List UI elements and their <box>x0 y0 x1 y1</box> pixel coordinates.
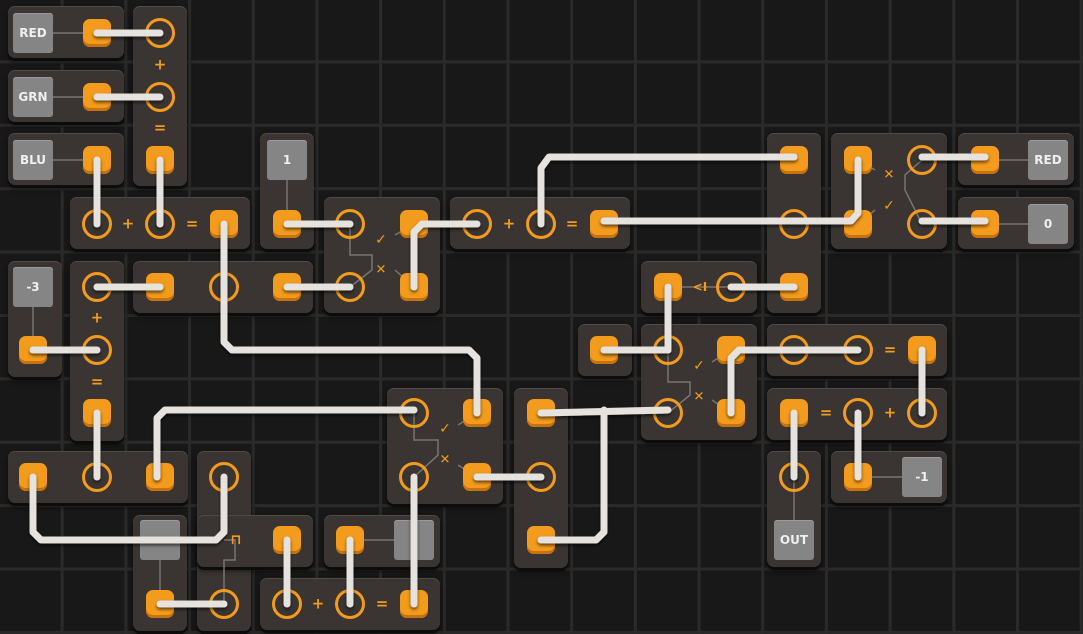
check-symbol: ✓ <box>375 232 387 248</box>
wire[interactable] <box>537 153 798 228</box>
equals-symbol: = <box>565 214 579 233</box>
wire[interactable] <box>600 156 862 225</box>
equals-symbol: = <box>883 340 897 359</box>
sink-symbol: ⊓ <box>230 532 242 548</box>
equals-symbol: = <box>375 594 389 613</box>
wire[interactable] <box>410 220 481 291</box>
plus-symbol: + <box>90 308 104 327</box>
check-symbol: ✓ <box>693 358 705 374</box>
input-blu-box[interactable]: BLU <box>13 140 53 180</box>
constant-one-box[interactable]: 1 <box>267 140 307 180</box>
cross-symbol: ✕ <box>883 167 895 183</box>
output-zero-box[interactable]: 0 <box>1028 204 1068 244</box>
wire[interactable] <box>220 220 481 417</box>
equals-symbol: = <box>153 118 167 137</box>
plus-symbol: + <box>153 55 167 74</box>
equals-symbol: = <box>185 214 199 233</box>
plus-symbol: + <box>311 594 325 613</box>
output-red-box[interactable]: RED <box>1028 140 1068 180</box>
plus-symbol: + <box>502 214 516 233</box>
wire[interactable] <box>29 473 228 544</box>
plus-symbol: + <box>883 403 897 422</box>
wire[interactable] <box>153 406 418 481</box>
input-grn-box[interactable]: GRN <box>13 77 53 117</box>
wire[interactable] <box>727 346 862 417</box>
cross-symbol: ✕ <box>439 452 451 468</box>
cross-symbol: ✕ <box>375 262 387 278</box>
check-symbol: ✓ <box>439 421 451 437</box>
constant-neg3-box[interactable]: -3 <box>13 267 53 307</box>
cross-symbol: ✕ <box>693 389 705 405</box>
plus-symbol: + <box>121 214 135 233</box>
check-symbol: ✓ <box>883 198 895 214</box>
constant-neg1-box[interactable]: -1 <box>902 457 942 497</box>
wire[interactable] <box>537 406 608 544</box>
less-than-symbol: <I <box>692 280 708 294</box>
output-out-box[interactable]: OUT <box>774 520 814 560</box>
input-red-box[interactable]: RED <box>13 13 53 53</box>
equals-symbol: = <box>90 372 104 391</box>
equals-symbol: = <box>819 403 833 422</box>
